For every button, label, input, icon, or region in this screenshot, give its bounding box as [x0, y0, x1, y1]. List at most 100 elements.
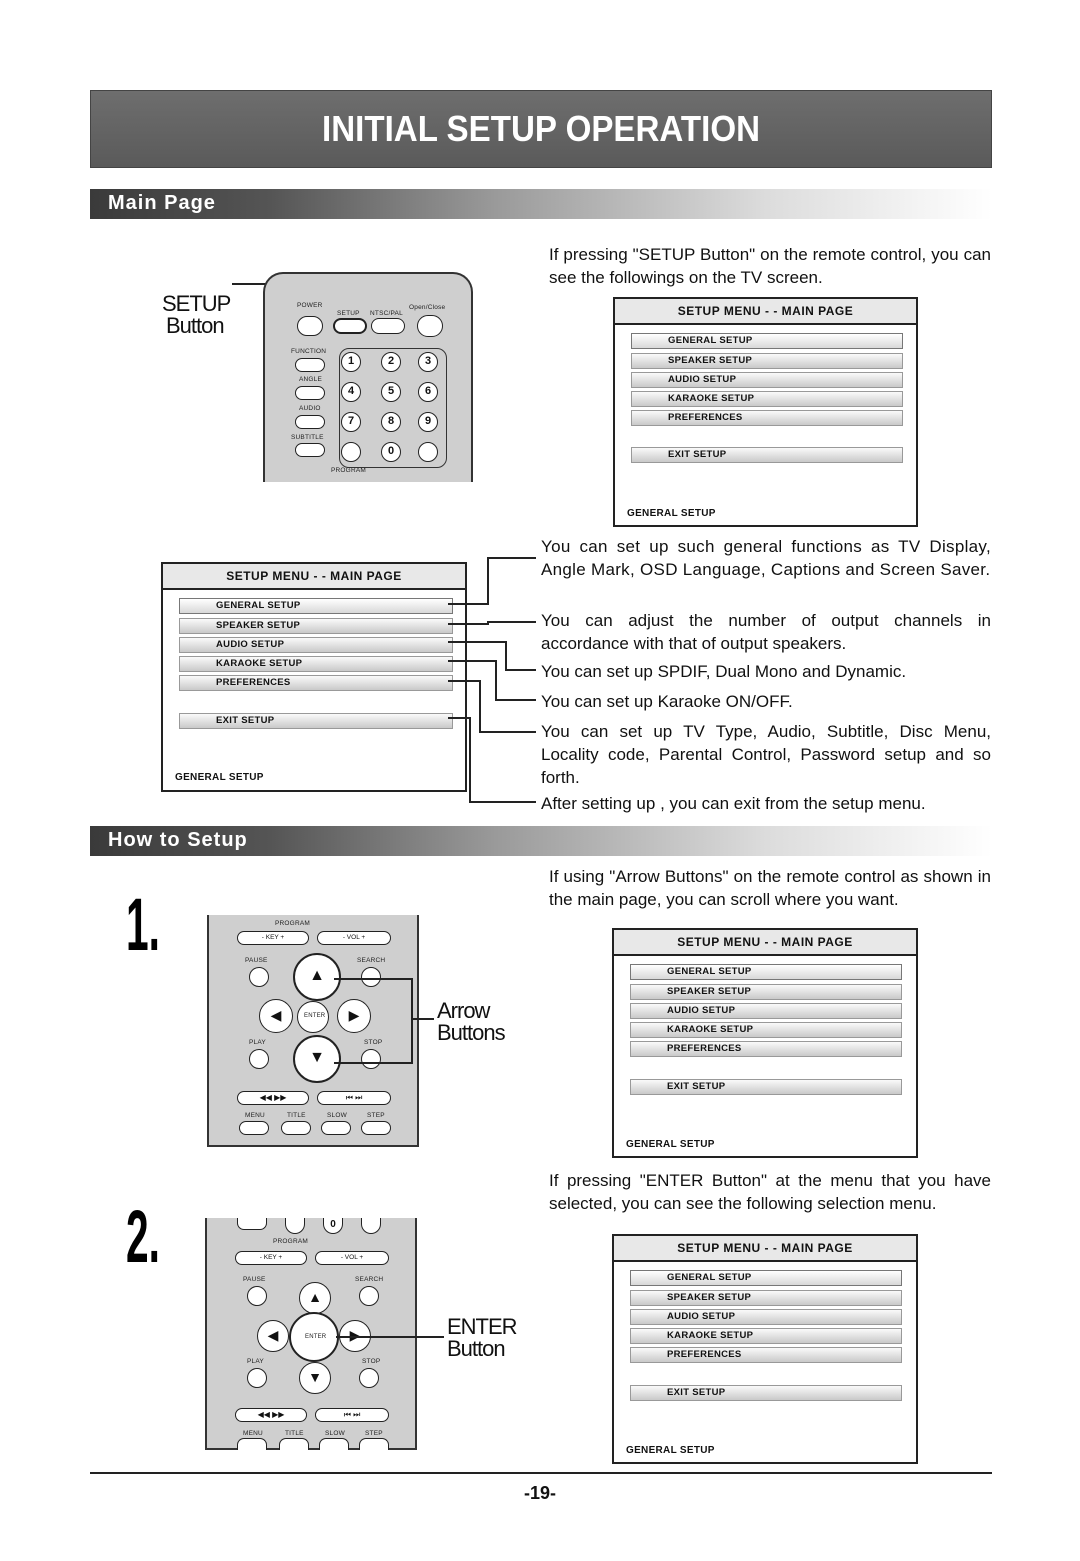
- enter-button[interactable]: ENTER: [297, 1001, 329, 1033]
- menu-item-karaoke-setup[interactable]: KARAOKE SETUP: [630, 1022, 902, 1038]
- menu-item-preferences[interactable]: PREFERENCES: [179, 675, 453, 691]
- digit-0-button[interactable]: 0: [323, 1218, 343, 1234]
- section-title: How to Setup: [108, 829, 248, 851]
- menu-item-general-setup[interactable]: GENERAL SETUP: [630, 964, 902, 980]
- down-arrow-button[interactable]: ▼: [293, 1035, 341, 1083]
- enter-callout-line: [336, 1336, 444, 1338]
- setup-menu-screen-2: SETUP MENU - - MAIN PAGE GENERAL SETUP S…: [612, 928, 918, 1158]
- desc-preferences: You can set up TV Type, Audio, Subtitle,…: [541, 722, 991, 787]
- setup-menu-screen-main: SETUP MENU - - MAIN PAGE GENERAL SETUP S…: [161, 562, 467, 792]
- clear-button[interactable]: [361, 1218, 381, 1234]
- function-button[interactable]: [295, 358, 325, 372]
- page-title: INITIAL SETUP OPERATION: [322, 108, 760, 149]
- pause-button[interactable]: [247, 1286, 267, 1306]
- menu-item-preferences[interactable]: PREFERENCES: [630, 1347, 902, 1363]
- audio-button[interactable]: [295, 415, 325, 429]
- pause-button[interactable]: [249, 967, 269, 987]
- menu-item-karaoke-setup[interactable]: KARAOKE SETUP: [630, 1328, 902, 1344]
- desc-speaker-setup: You can adjust the number of output chan…: [541, 611, 991, 653]
- menu-header: SETUP MENU - - MAIN PAGE: [614, 1236, 916, 1262]
- menu-item-audio-setup[interactable]: AUDIO SETUP: [179, 637, 453, 653]
- step-button[interactable]: [361, 1121, 391, 1135]
- down-arrow-button[interactable]: ▼: [299, 1362, 331, 1394]
- vol-button[interactable]: - VOL +: [317, 931, 391, 945]
- menu-item-exit-setup[interactable]: EXIT SETUP: [179, 713, 453, 729]
- digit-0-button[interactable]: 0: [381, 442, 401, 462]
- digit-3-button[interactable]: 3: [418, 352, 438, 372]
- rewind-forward-button[interactable]: ◀◀ ▶▶: [237, 1091, 309, 1105]
- digit-7-button[interactable]: 7: [341, 412, 361, 432]
- menu-header: SETUP MENU - - MAIN PAGE: [163, 564, 465, 590]
- menu-item-karaoke-setup[interactable]: KARAOKE SETUP: [631, 391, 903, 407]
- key-button[interactable]: - KEY +: [237, 931, 309, 945]
- digit-5-button[interactable]: 5: [381, 382, 401, 402]
- left-arrow-button[interactable]: ◀: [259, 999, 293, 1033]
- remote-control-top: POWER SETUP NTSC/PAL Open/Close FUNCTION…: [263, 272, 473, 482]
- ntsc-pal-button[interactable]: [371, 318, 405, 334]
- power-button[interactable]: [297, 316, 323, 336]
- menu-item-speaker-setup[interactable]: SPEAKER SETUP: [631, 353, 903, 369]
- menu-item-general-setup[interactable]: GENERAL SETUP: [179, 598, 453, 614]
- slow-button[interactable]: [321, 1121, 351, 1135]
- setup-menu-screen-1: SETUP MENU - - MAIN PAGE GENERAL SETUP S…: [613, 297, 918, 527]
- digit-4-button[interactable]: 4: [341, 382, 361, 402]
- page-number: -19-: [523, 1483, 556, 1503]
- title-button[interactable]: [281, 1121, 311, 1135]
- menu-item-speaker-setup[interactable]: SPEAKER SETUP: [179, 618, 453, 634]
- vol-button[interactable]: - VOL +: [315, 1251, 389, 1265]
- digit-extra-button[interactable]: [341, 442, 361, 462]
- section-header-main-page: Main Page: [90, 189, 992, 219]
- digit-8-button[interactable]: 8: [381, 412, 401, 432]
- step-1-number: 1.: [126, 883, 160, 966]
- title-button[interactable]: [279, 1438, 309, 1450]
- stop-button[interactable]: [359, 1368, 379, 1388]
- remote-top-middle-button[interactable]: [285, 1218, 305, 1234]
- menu-item-general-setup[interactable]: GENERAL SETUP: [631, 333, 903, 349]
- menu-item-general-setup[interactable]: GENERAL SETUP: [630, 1270, 902, 1286]
- desc-exit-setup: After setting up , you can exit from the…: [541, 794, 926, 813]
- open-close-button[interactable]: [417, 315, 443, 337]
- menu-item-exit-setup[interactable]: EXIT SETUP: [631, 447, 903, 463]
- digit-2-button[interactable]: 2: [381, 352, 401, 372]
- remote-top-left-button[interactable]: [237, 1218, 267, 1230]
- menu-header: SETUP MENU - - MAIN PAGE: [614, 930, 916, 956]
- menu-button[interactable]: [239, 1121, 269, 1135]
- menu-item-exit-setup[interactable]: EXIT SETUP: [630, 1079, 902, 1095]
- up-arrow-button[interactable]: ▲: [299, 1282, 331, 1314]
- menu-item-audio-setup[interactable]: AUDIO SETUP: [631, 372, 903, 388]
- menu-item-audio-setup[interactable]: AUDIO SETUP: [630, 1003, 902, 1019]
- setup-button[interactable]: [333, 318, 367, 334]
- digit-6-button[interactable]: 6: [418, 382, 438, 402]
- arrow-buttons-label: Arrow Buttons: [437, 998, 506, 1045]
- enter-button[interactable]: ENTER: [289, 1312, 339, 1362]
- rewind-forward-button[interactable]: ◀◀ ▶▶: [235, 1408, 307, 1422]
- play-button[interactable]: [247, 1368, 267, 1388]
- angle-button[interactable]: [295, 386, 325, 400]
- menu-item-speaker-setup[interactable]: SPEAKER SETUP: [630, 984, 902, 1000]
- step-button[interactable]: [359, 1438, 389, 1450]
- play-button[interactable]: [249, 1049, 269, 1069]
- desc-audio-setup: You can set up SPDIF, Dual Mono and Dyna…: [541, 662, 907, 681]
- footer-rule: [90, 1472, 992, 1474]
- menu-item-preferences[interactable]: PREFERENCES: [630, 1041, 902, 1057]
- search-button[interactable]: [361, 967, 381, 987]
- right-arrow-button[interactable]: ▶: [337, 999, 371, 1033]
- digit-1-button[interactable]: 1: [341, 352, 361, 372]
- menu-item-audio-setup[interactable]: AUDIO SETUP: [630, 1309, 902, 1325]
- menu-item-exit-setup[interactable]: EXIT SETUP: [630, 1385, 902, 1401]
- prev-next-button[interactable]: ⏮ ⏭: [315, 1408, 389, 1422]
- left-arrow-button[interactable]: ◀: [257, 1320, 289, 1352]
- subtitle-button[interactable]: [295, 443, 325, 457]
- menu-button[interactable]: [237, 1438, 267, 1450]
- section-title: Main Page: [108, 192, 216, 214]
- menu-item-karaoke-setup[interactable]: KARAOKE SETUP: [179, 656, 453, 672]
- clear-button[interactable]: [418, 442, 438, 462]
- digit-9-button[interactable]: 9: [418, 412, 438, 432]
- up-arrow-button[interactable]: ▲: [293, 953, 341, 1001]
- menu-item-speaker-setup[interactable]: SPEAKER SETUP: [630, 1290, 902, 1306]
- slow-button[interactable]: [319, 1438, 349, 1450]
- key-button[interactable]: - KEY +: [235, 1251, 307, 1265]
- menu-item-preferences[interactable]: PREFERENCES: [631, 410, 903, 426]
- search-button[interactable]: [359, 1286, 379, 1306]
- prev-next-button[interactable]: ⏮ ⏭: [317, 1091, 391, 1105]
